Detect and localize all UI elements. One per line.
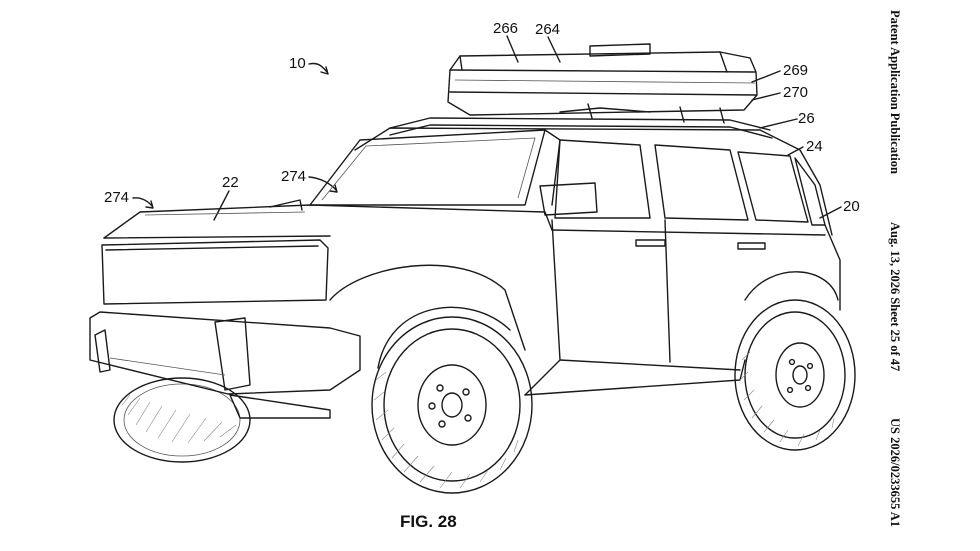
figure-label: FIG. 28 (400, 512, 457, 532)
publication-date-sheet: Aug. 13, 2026 Sheet 25 of 47 (887, 222, 902, 371)
publication-number: US 2026/0233655 A1 (887, 418, 902, 527)
ref-10: 10 (289, 55, 306, 72)
ref-274-center: 274 (281, 168, 306, 185)
ref-26: 26 (798, 110, 815, 127)
rear-left-wheel (114, 378, 250, 462)
ref-22: 22 (222, 174, 239, 191)
cargo-box (448, 44, 757, 123)
front-wheel (372, 317, 532, 493)
ref-270: 270 (783, 84, 808, 101)
vehicle-body (90, 128, 840, 418)
publication-title: Patent Application Publication (887, 10, 902, 174)
ref-24: 24 (806, 138, 823, 155)
ref-264: 264 (535, 21, 560, 38)
ref-266: 266 (493, 20, 518, 37)
ref-269: 269 (783, 62, 808, 79)
ref-20: 20 (843, 198, 860, 215)
rear-wheel (735, 300, 855, 450)
ref-274-left: 274 (104, 189, 129, 206)
